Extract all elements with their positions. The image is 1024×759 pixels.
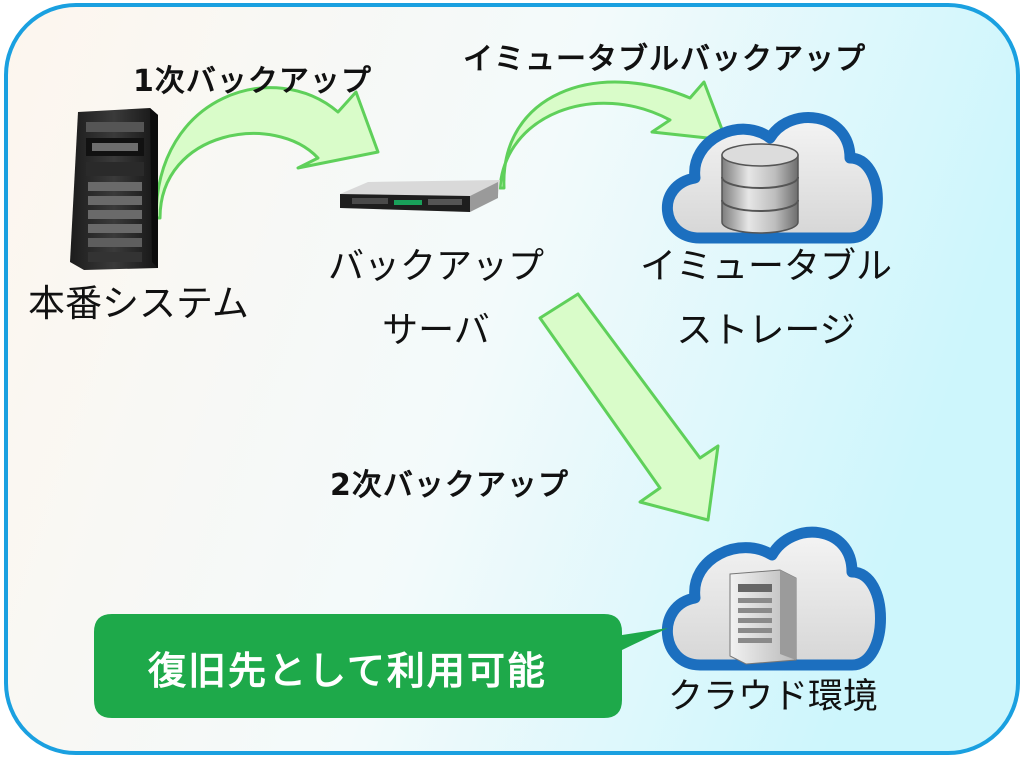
primary-backup-label: 1次バックアップ bbox=[133, 64, 372, 99]
immutable-storage-line2: ストレージ bbox=[676, 310, 856, 351]
secondary-backup-arrow bbox=[538, 292, 720, 522]
backup-server-label: バックアップ サーバ bbox=[316, 238, 556, 360]
immutable-storage-line1: イミュータブル bbox=[639, 246, 892, 287]
server-rack-icon bbox=[70, 108, 158, 270]
cloud-environment-label: クラウド環境 bbox=[668, 677, 879, 717]
immutable-storage-label: イミュータブル ストレージ bbox=[626, 238, 906, 360]
primary-backup-arrow bbox=[154, 86, 380, 220]
production-system-label: 本番システム bbox=[28, 275, 249, 333]
backup-server-line2: サーバ bbox=[382, 310, 490, 351]
rack-server-icon bbox=[340, 180, 500, 212]
production-system-text: 本番システム bbox=[28, 282, 249, 325]
backup-server-line1: バックアップ bbox=[327, 246, 544, 287]
immutable-storage-cloud bbox=[662, 112, 883, 244]
cloud-environment bbox=[662, 526, 886, 671]
database-icon bbox=[721, 143, 799, 234]
immutable-backup-label: イミュータブルバックアップ bbox=[463, 42, 866, 77]
secondary-backup-label: 2次バックアップ bbox=[330, 468, 569, 503]
callout-box bbox=[94, 614, 668, 718]
tower-server-icon bbox=[729, 569, 797, 665]
immutable-backup-arrow bbox=[498, 80, 728, 190]
callout-text: 復旧先として利用可能 bbox=[148, 649, 547, 693]
